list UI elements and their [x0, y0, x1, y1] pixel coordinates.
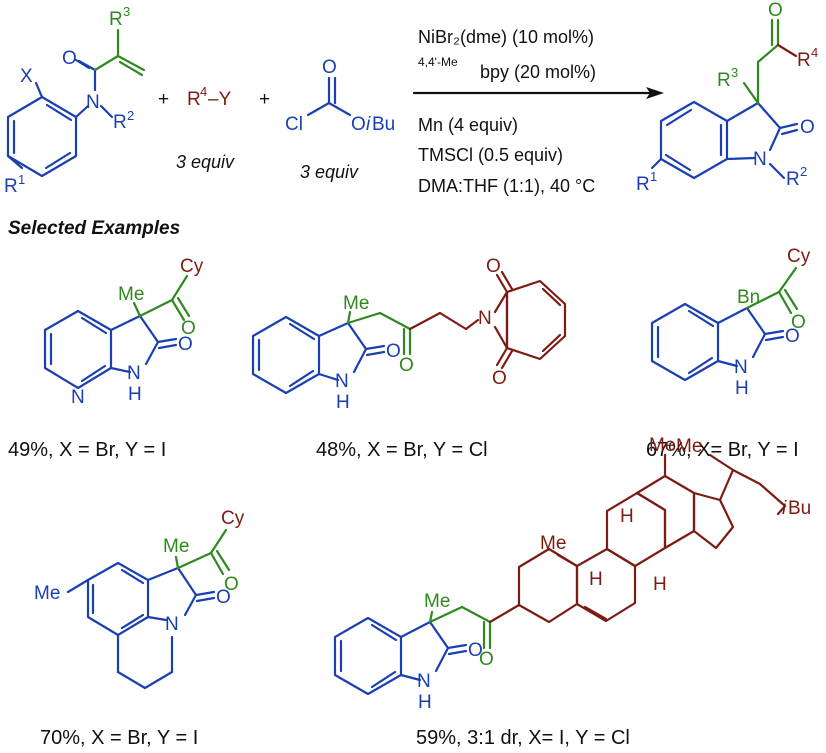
example-4-lactam-o: O [216, 587, 231, 608]
example-3-ketone-o: O [791, 312, 806, 333]
example-3-nh-h: H [735, 378, 749, 399]
product-n-label: N [753, 149, 767, 170]
substrate-r1-sup: 1 [18, 172, 25, 187]
example-5-structure: N H O Me O Me Me H H H Me i Bu [333, 435, 811, 713]
svg-text:Bu: Bu [372, 114, 395, 135]
example-5-lactam-o: O [468, 640, 483, 661]
example-1-nh-h: H [128, 384, 142, 405]
example-3-lactam-o: O [785, 326, 800, 347]
product-r2-label: R [786, 169, 800, 190]
substrate-r2-sup: 2 [127, 108, 134, 123]
substrate-r3-sup: 3 [123, 4, 130, 19]
example-2-imide-o1: O [486, 256, 501, 277]
ligand-sup-text: 4,4'-Me [418, 55, 458, 69]
example-5-ketone-o: O [479, 649, 494, 670]
svg-text:O: O [351, 114, 366, 135]
product-r2-sup: 2 [800, 164, 807, 179]
example-1-structure: N N H O Me O Cy [43, 256, 204, 408]
reaction-conditions: NiBr₂(dme) (10 mol%) 4,4'-Me bpy (20 mol… [418, 27, 596, 196]
product-r1-label: R [636, 174, 650, 195]
r4y-equiv: 3 equiv [176, 152, 235, 172]
example-2-imide-n: N [478, 308, 492, 329]
substrate-o-label: O [62, 48, 77, 69]
example-4-structure: Me N O Me O Cy [34, 508, 245, 690]
example-1-nh-n: N [127, 363, 141, 384]
product-r4-label: R [797, 50, 811, 71]
example-1-yield: 49%, X = Br, Y = I [8, 439, 166, 461]
example-2-lactam-o: O [386, 341, 401, 362]
example-5-steroid-h1: H [620, 506, 634, 527]
ligand-text: bpy (20 mol%) [480, 62, 596, 82]
product-r3-sup: 3 [731, 65, 738, 80]
example-3-yield: 67%, X= Br, Y = I [646, 439, 799, 461]
product-r3-label: R [717, 70, 731, 91]
plus-sign-2: + [259, 89, 270, 110]
chloroformate-equiv: 3 equiv [300, 162, 359, 182]
example-5-steroid-me-c: Me [676, 436, 702, 457]
substrate-structure: X N R 2 O R 3 R 1 [4, 4, 146, 197]
example-1-me: Me [118, 284, 144, 305]
example-2-ketone-o: O [399, 355, 414, 376]
example-5-ibu-bu: Bu [788, 498, 811, 519]
example-5-nh-n: N [417, 671, 431, 692]
substrate-r3-label: R [109, 9, 123, 30]
additive-text: TMSCl (0.5 equiv) [418, 145, 563, 165]
example-4-yield: 70%, X = Br, Y = I [40, 727, 198, 749]
example-3-nh-n: N [734, 357, 748, 378]
svg-text:O: O [322, 57, 337, 78]
example-1-pyridine-n: N [71, 387, 85, 408]
example-4-aryl-me: Me [34, 583, 60, 604]
example-5-nh-h: H [418, 692, 432, 713]
r4y-reagent: R 4 –Y [187, 84, 232, 110]
solvent-text: DMA:THF (1:1), 40 °C [418, 176, 595, 196]
example-4-ketone-o: O [224, 574, 239, 595]
example-4-cy: Cy [221, 508, 245, 529]
substrate-x-label: X [20, 66, 33, 87]
section-title: Selected Examples [8, 218, 180, 239]
svg-text:R: R [187, 89, 201, 110]
example-5-steroid-me-a: Me [540, 533, 566, 554]
example-2-imide-o2: O [492, 368, 507, 389]
example-5-ibu-i: i [782, 498, 787, 519]
example-4-me: Me [163, 536, 189, 557]
example-2-yield: 48%, X = Br, Y = Cl [316, 439, 488, 461]
example-3-bn: Bn [737, 287, 760, 308]
example-1-ketone-o: O [181, 318, 196, 339]
example-2-nh-h: H [336, 392, 350, 413]
example-4-n: N [165, 614, 179, 635]
example-2-nh-n: N [335, 371, 349, 392]
example-2-structure: N H O Me O N O O [251, 256, 567, 413]
example-5-me: Me [424, 591, 450, 612]
reaction-arrow [412, 87, 664, 99]
product-r4-sup: 4 [811, 45, 818, 60]
svg-text:i: i [366, 114, 371, 135]
svg-text:Cl: Cl [285, 114, 303, 135]
product-r1-sup: 1 [650, 169, 657, 184]
example-5-steroid-h2: H [589, 569, 603, 590]
example-5-steroid-h3: H [653, 574, 667, 595]
example-5-yield: 59%, 3:1 dr, X= I, Y = Cl [416, 727, 630, 749]
example-3-cy: Cy [787, 246, 811, 267]
svg-text:4: 4 [200, 84, 207, 99]
reductant-text: Mn (4 equiv) [418, 115, 518, 135]
substrate-r1-label: R [4, 176, 18, 197]
plus-sign-1: + [158, 89, 169, 110]
example-2-me: Me [343, 293, 369, 314]
substrate-n-label: N [86, 92, 100, 113]
chloroformate-structure: Cl O O i Bu [285, 57, 395, 135]
example-5-steroid-me-b: Me [649, 435, 675, 456]
example-1-cy: Cy [180, 256, 204, 277]
product-structure: N O R 2 R 1 R 3 O R 4 [636, 0, 818, 195]
svg-text:–Y: –Y [208, 89, 232, 110]
catalyst-text: NiBr₂(dme) (10 mol%) [418, 27, 594, 47]
product-ketone-o-label: O [768, 0, 783, 21]
example-3-structure: N H O Bn O Cy [650, 246, 811, 399]
substrate-r2-label: R [113, 112, 127, 133]
example-1-lactam-o: O [178, 334, 193, 355]
product-lactam-o-label: O [800, 117, 815, 138]
